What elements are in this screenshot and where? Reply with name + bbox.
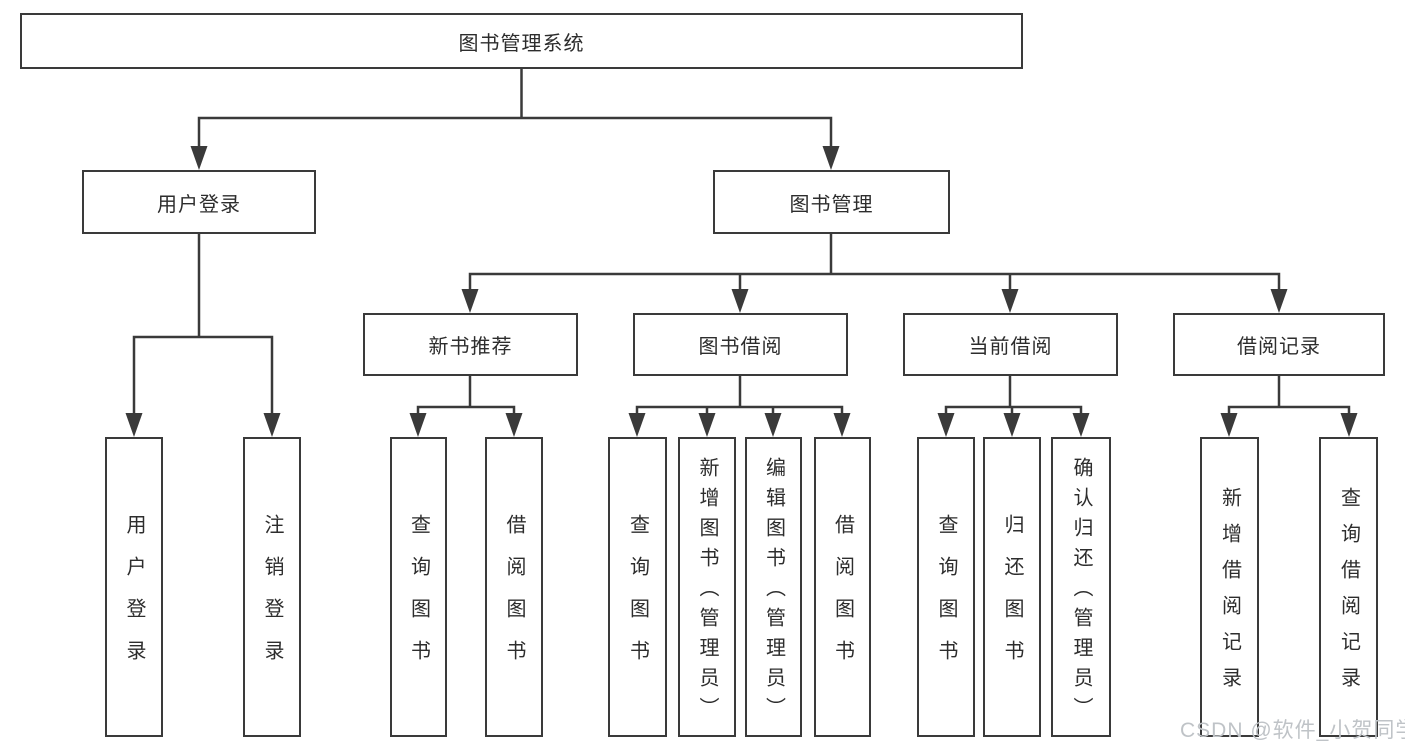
watermark: CSDN @软件_小贺同学: [1180, 719, 1405, 742]
node-book-management-label: 图书管理: [789, 193, 874, 216]
leaf-borrowing-add-books-admin-label: 新增图书（管理员）: [696, 457, 718, 727]
leaf-current-return-books-label: 归还图书: [1001, 514, 1023, 682]
node-new-book-recommend-label: 新书推荐: [428, 336, 513, 358]
leaf-logout: 注销登录: [243, 437, 301, 737]
leaf-records-add-record-label: 新增借阅记录: [1218, 487, 1241, 703]
node-root-system: 图书管理系统: [20, 13, 1023, 69]
node-current-borrowing-label: 当前借阅: [968, 336, 1053, 358]
leaf-borrowing-borrow-books: 借阅图书: [814, 437, 871, 737]
node-current-borrowing: 当前借阅: [903, 313, 1118, 376]
node-borrow-records: 借阅记录: [1173, 313, 1385, 376]
leaf-borrowing-query-books: 查询图书: [608, 437, 667, 737]
leaf-user-login-label: 用户登录: [123, 514, 145, 682]
leaf-borrowing-add-books-admin: 新增图书（管理员）: [678, 437, 736, 737]
leaf-current-confirm-return-admin-label: 确认归还（管理员）: [1070, 457, 1092, 727]
leaf-records-add-record: 新增借阅记录: [1200, 437, 1259, 737]
leaf-recommend-borrow-books-label: 借阅图书: [503, 514, 525, 682]
node-borrow-records-label: 借阅记录: [1237, 336, 1321, 358]
leaf-borrowing-borrow-books-label: 借阅图书: [831, 514, 854, 682]
leaf-recommend-query-books: 查询图书: [390, 437, 447, 737]
leaf-borrowing-edit-books-admin-label: 编辑图书（管理员）: [762, 457, 785, 727]
leaf-borrowing-query-books-label: 查询图书: [626, 514, 649, 682]
leaf-recommend-borrow-books: 借阅图书: [485, 437, 543, 737]
node-book-management: 图书管理: [713, 170, 950, 234]
node-user-login: 用户登录: [82, 170, 316, 234]
leaf-records-query-record: 查询借阅记录: [1319, 437, 1378, 737]
node-new-book-recommend: 新书推荐: [363, 313, 578, 376]
leaf-current-query-books-label: 查询图书: [935, 514, 957, 682]
leaf-logout-label: 注销登录: [261, 514, 283, 682]
node-user-login-label: 用户登录: [157, 193, 241, 216]
leaf-user-login: 用户登录: [105, 437, 163, 737]
leaf-current-return-books: 归还图书: [983, 437, 1041, 737]
node-book-borrowing: 图书借阅: [633, 313, 848, 376]
leaf-current-query-books: 查询图书: [917, 437, 975, 737]
node-book-borrowing-label: 图书借阅: [698, 336, 783, 358]
leaf-current-confirm-return-admin: 确认归还（管理员）: [1051, 437, 1111, 737]
leaf-recommend-query-books-label: 查询图书: [407, 514, 430, 682]
leaf-records-query-record-label: 查询借阅记录: [1337, 487, 1360, 703]
leaf-borrowing-edit-books-admin: 编辑图书（管理员）: [745, 437, 802, 737]
node-root-label: 图书管理系统: [458, 32, 585, 55]
